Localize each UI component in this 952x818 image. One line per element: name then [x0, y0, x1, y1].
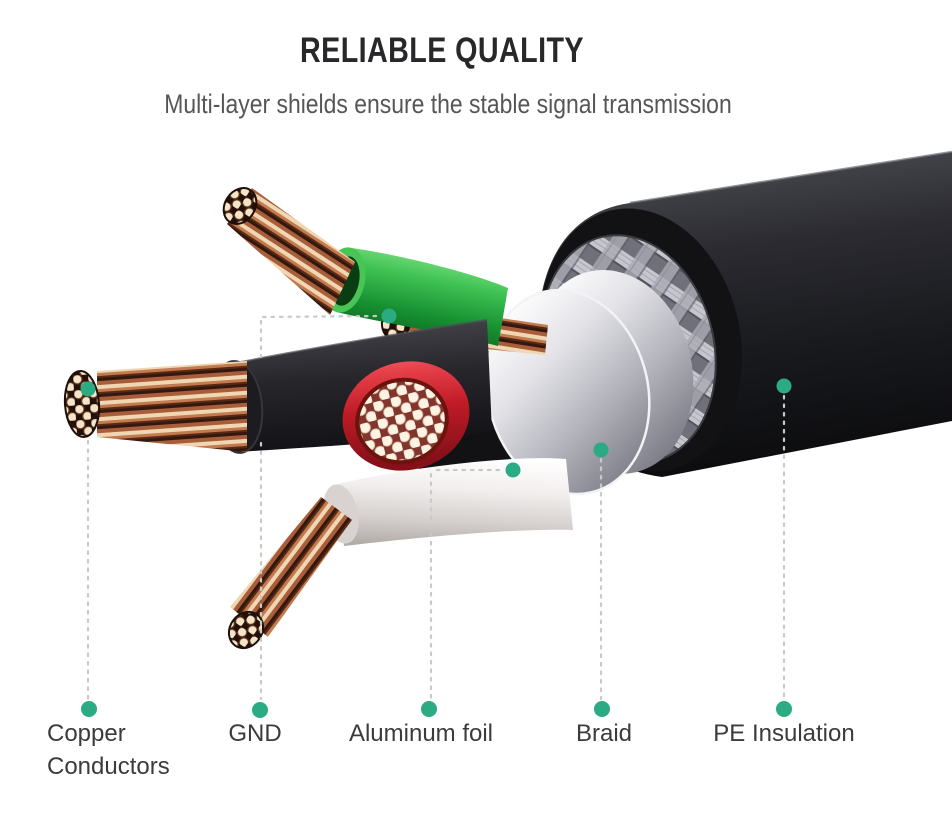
braid-label-dot — [594, 701, 610, 717]
braid-feature-dot — [593, 442, 609, 458]
gnd-label-dot — [252, 702, 268, 718]
layer-labels: Copper Conductors GND Aluminum foil Brai… — [47, 720, 855, 780]
white-wire — [227, 458, 573, 650]
label-pe-insulation: PE Insulation — [713, 720, 854, 747]
leader-lines — [86, 314, 786, 701]
white-wire-copper-strands — [230, 497, 352, 637]
page-subtitle: Multi-layer shields ensure the stable si… — [164, 89, 731, 119]
header: RELIABLE QUALITY Multi-layer shields ens… — [164, 30, 731, 119]
label-gnd: GND — [228, 720, 281, 747]
leader-line-gnd — [259, 314, 381, 701]
label-copper-conductors-line1: Copper — [47, 720, 126, 747]
label-copper-conductors-line2: Conductors — [47, 753, 170, 780]
copper-conductors-strands — [97, 361, 247, 452]
white-wire-strand-face — [227, 610, 265, 650]
copper-conductors-face — [63, 370, 101, 438]
red-wire-face — [342, 361, 470, 471]
pe-insulation-feature-dot — [776, 378, 792, 394]
cable-illustration: Copper Conductors GND Aluminum foil Brai… — [47, 150, 952, 780]
callout-dots — [80, 308, 792, 718]
green-wire — [222, 187, 508, 346]
aluminum-foil-label-dot — [421, 701, 437, 717]
pe-insulation-label-dot — [776, 701, 792, 717]
page-title: RELIABLE QUALITY — [300, 30, 584, 69]
copper-conductors-label-dot — [81, 701, 97, 717]
green-wire-copper-strands — [227, 188, 355, 315]
green-wire-strand-face — [222, 187, 258, 225]
label-aluminum-foil: Aluminum foil — [349, 720, 493, 747]
leader-line-aluminum-foil — [429, 468, 504, 701]
copper-conductors-feature-dot — [80, 381, 96, 397]
label-braid: Braid — [576, 720, 632, 747]
gnd-feature-dot — [381, 308, 397, 324]
aluminum-foil-feature-dot — [505, 462, 521, 478]
